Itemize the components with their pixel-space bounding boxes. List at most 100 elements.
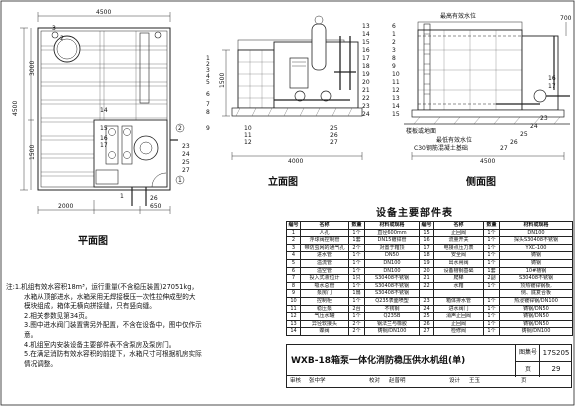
- callout-label: 20: [362, 79, 370, 86]
- plan-vent: [51, 31, 59, 39]
- sign-label-page: 页: [521, 378, 527, 384]
- parts-cell: 1个: [483, 319, 500, 329]
- callout-label: 27: [330, 139, 338, 146]
- parts-cell: S30408不锈钢: [364, 281, 420, 291]
- callout-label: 3: [392, 47, 396, 54]
- callout-label: 12: [392, 87, 400, 94]
- front-tank: [237, 49, 275, 109]
- parts-cell: 2副: [483, 274, 500, 283]
- parts-cell: 6: [286, 266, 301, 276]
- parts-cell: Q235B: [364, 312, 420, 321]
- callout-label: 6: [392, 23, 396, 30]
- parts-cell: 稳压泵: [300, 304, 349, 314]
- sign-name-check: 赵普明: [389, 378, 406, 384]
- section-marker: [175, 123, 185, 133]
- parts-cell: 泵房门: [300, 289, 349, 298]
- callout-label: 10: [244, 125, 252, 132]
- front-base: [231, 107, 363, 117]
- callout-label: 16: [100, 135, 108, 142]
- note-line: 注:1.机组有效水容积18m³，运行重量(不含稳压装置)27051kg，: [6, 283, 198, 291]
- parts-cell: 人孔: [300, 228, 349, 238]
- side-dimensions: [411, 22, 567, 160]
- parts-cell: 27: [419, 327, 434, 336]
- parts-cell: 探头S30408不锈钢: [499, 236, 573, 245]
- title-block: WXB-18箱泵一体化消防稳压供水机组(单) 图集号 17S205 页 29: [286, 344, 572, 377]
- parts-cell: 3: [286, 243, 301, 253]
- parts-cell: 1套: [483, 266, 500, 276]
- parts-cell: 浮球阀控制管: [300, 236, 349, 245]
- callout-label: 6: [206, 91, 210, 98]
- parts-cell: 顶热镀锌钢板,: [499, 281, 573, 291]
- atlas-label: 图集号: [515, 345, 540, 361]
- callout-label: 21: [362, 87, 370, 94]
- front-dimensions: [222, 49, 363, 160]
- callout-label: 2: [206, 61, 210, 68]
- plan-pressure-tank: [133, 135, 159, 161]
- callout-label: 27: [182, 167, 190, 174]
- note-line: 3.图中进水阀门装置需另外配置，不含在设备中，图中仅作示: [24, 321, 202, 330]
- parts-cell: DN15镀锌管: [364, 236, 420, 245]
- parts-cell: 1个: [483, 304, 500, 314]
- parts-cell: 1个: [348, 266, 365, 276]
- parts-cell: 铸钢: [499, 251, 573, 260]
- parts-cell: S30408不锈钢: [499, 274, 573, 283]
- parts-cell: 1只: [348, 274, 365, 283]
- parts-cell: [433, 289, 484, 298]
- parts-cell: 1: [286, 228, 301, 238]
- parts-cell: 控制柜: [300, 296, 349, 306]
- callout-label: 1: [120, 193, 124, 200]
- callout-label: 5: [206, 79, 210, 86]
- callout-label: 14: [362, 31, 370, 38]
- parts-cell: 24: [419, 304, 434, 314]
- parts-cell: 铸钢/DN50: [499, 304, 573, 314]
- callout-label: 16: [362, 47, 370, 54]
- parts-cell: 26: [419, 319, 434, 329]
- parts-header: 材料或规格: [499, 221, 573, 230]
- callout-label: 22: [362, 95, 370, 102]
- callout-label: 8: [206, 109, 210, 116]
- parts-cell: 2个: [348, 327, 365, 336]
- callout-label: 25: [520, 131, 528, 138]
- callout-label: 14: [100, 107, 108, 114]
- parts-cell: YXC-100: [499, 243, 573, 253]
- side-roof: [417, 21, 523, 31]
- parts-cell: 2: [286, 236, 301, 245]
- callout-label: 23: [540, 115, 548, 122]
- sign-name-design: 王玉: [469, 378, 481, 384]
- parts-cell: 14: [286, 327, 301, 336]
- callout-label: 18: [362, 63, 370, 70]
- callout-label: 2: [60, 35, 64, 42]
- plan-ladder: [139, 32, 150, 104]
- callout-label: 15: [100, 125, 108, 132]
- parts-cell: 25: [419, 312, 434, 321]
- plan-vent: [154, 31, 162, 39]
- plan-view-title: 平面图: [78, 236, 108, 247]
- parts-cell: 1套: [348, 236, 365, 245]
- front-pump: [320, 90, 332, 102]
- callout-label: 17: [100, 142, 108, 149]
- side-base: [411, 109, 565, 118]
- callout-label: 14: [392, 103, 400, 110]
- plan-dim-left: 3000: [29, 61, 36, 76]
- section-marker-label: 2: [178, 125, 182, 132]
- drawing-title: WXB-18箱泵一体化消防稳压供水机组(单): [291, 356, 466, 366]
- callout-label: 2: [392, 39, 396, 46]
- callout-label: 13: [392, 95, 400, 102]
- callout-label: 24: [362, 111, 370, 118]
- note-line: 情况调整。: [24, 359, 57, 368]
- parts-cell: [483, 289, 500, 298]
- front-control-cabinet: [289, 57, 309, 89]
- callout-label: 15: [362, 39, 370, 46]
- parts-cell: 铸钢/DN50: [499, 312, 573, 321]
- callout-label: 17: [362, 55, 370, 62]
- parts-cell: 1个: [483, 251, 500, 260]
- parts-cell: 17: [419, 243, 434, 253]
